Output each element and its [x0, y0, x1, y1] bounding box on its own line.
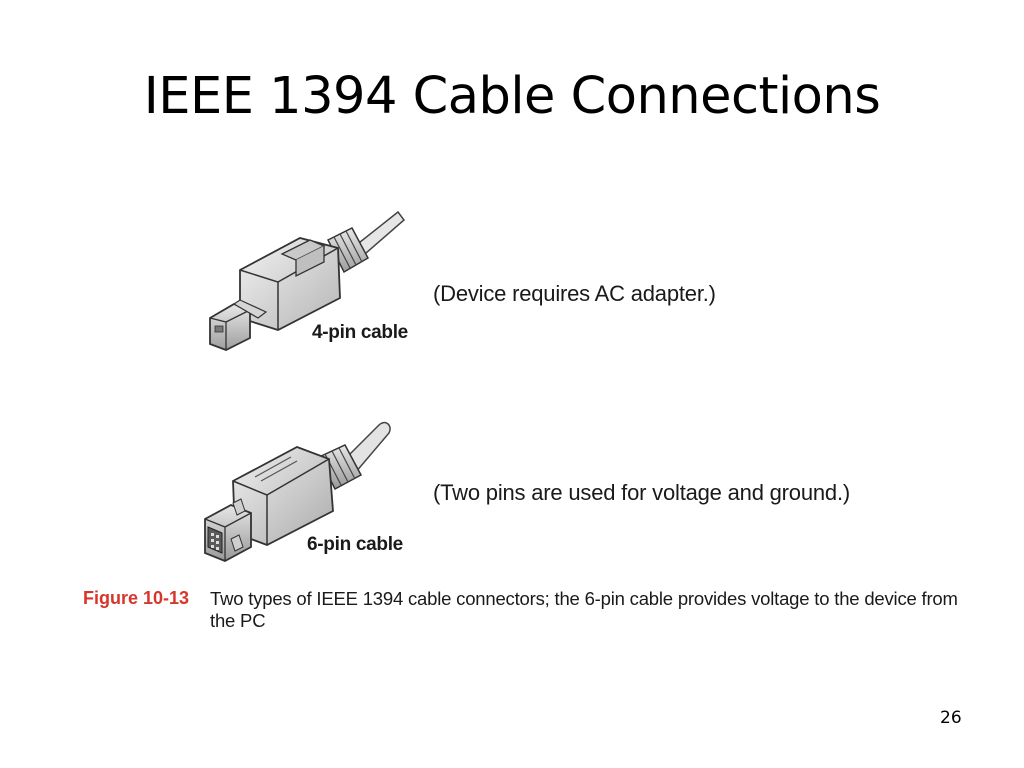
firewire-4pin-connector-illustration	[200, 200, 420, 360]
6pin-cable-label: 6-pin cable	[307, 534, 403, 555]
4pin-cable-label: 4-pin cable	[312, 322, 408, 343]
slide-title: IEEE 1394 Cable Connections	[143, 67, 881, 126]
figure-caption-text: Two types of IEEE 1394 cable connectors;…	[210, 588, 958, 631]
figure-caption-label: Figure 10-13	[83, 588, 190, 608]
6pin-cable-note: (Two pins are used for voltage and groun…	[433, 480, 850, 505]
firewire-6pin-connector-illustration	[195, 415, 415, 570]
4pin-cable-note: (Device requires AC adapter.)	[433, 281, 716, 306]
page-number: 26	[940, 708, 962, 728]
